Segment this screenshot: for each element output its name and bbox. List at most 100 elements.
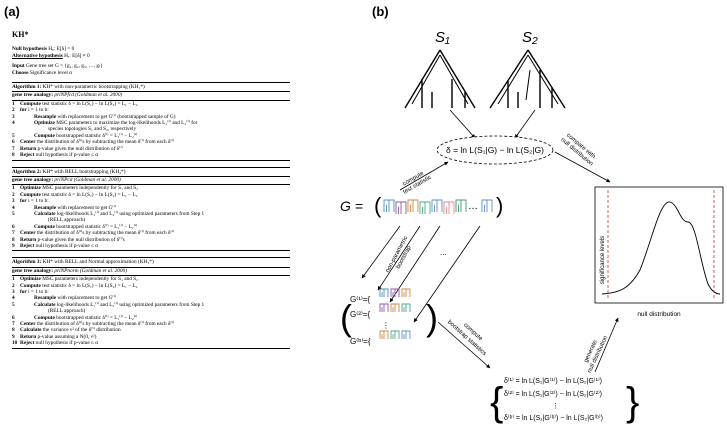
step-number: 2 (12, 191, 15, 198)
alt-hypothesis: Alternative hypothesis Hₐ: E[δ] ≠ 0 (12, 53, 290, 59)
step-text: bootstrapped statistic δ⁽ⁱ⁾ = L₁⁽ⁱ⁾ − L₂… (54, 314, 138, 321)
step-text: the distribution of δ⁽ⁱ⁾s by subtracting… (35, 139, 175, 146)
boot-delta-2: δ⁽²⁾ = ln L(S₁|G⁽²⁾) − ln L(S₂|G⁽²⁾) (504, 390, 602, 398)
boot-sets-brace-right: ) (426, 297, 438, 338)
boot-sets-vdots: ⋮ (382, 321, 390, 330)
boot-deltas-vdots: ⋮ (552, 403, 559, 410)
algorithm-step: (RELL approach) (12, 308, 290, 314)
algorithm-header-text: KH* with non-parametric bootstrapping (K… (41, 84, 145, 91)
g-left-brace: ( (374, 193, 382, 218)
step-text: with replacement to get G⁽ⁱ⁾ (bootstrapp… (56, 113, 176, 120)
algorithm-header-label: Algorithm 2: (12, 168, 42, 175)
step-keyword: Calculate (34, 301, 56, 308)
step-number: 4 (12, 295, 15, 302)
step-number: 3 (12, 113, 15, 120)
species-tree-s1-label: S₁ (435, 29, 450, 46)
step-text: (RELL approach) (48, 217, 86, 224)
step-number: 3 (12, 289, 15, 295)
boot-set-b: G⁽ᵇ⁾={ (350, 337, 371, 346)
gene-tree-set (383, 199, 493, 214)
null-hyp-text: H₀: E[δ] = 0 (48, 46, 75, 53)
gene-tree (443, 201, 455, 214)
step-keyword: Return (20, 145, 37, 152)
step-keyword: Return (20, 236, 37, 243)
boot-set-trees (379, 288, 411, 339)
algorithm-step: 3 for i = 1 to b: (12, 289, 290, 295)
step-text: i = 1 to b: (26, 289, 49, 295)
step-keyword: for (20, 289, 27, 295)
step-text: MSC parameters independently for S₁ and … (40, 185, 138, 192)
step-keyword: Reject (20, 152, 35, 159)
algorithm-header-label: Algorithm 1: (12, 84, 42, 91)
step-keyword: Compute (20, 191, 41, 198)
step-number: 2 (12, 282, 15, 289)
boot-deltas-brace-right: } (626, 380, 639, 424)
boot-deltas-brace-left: { (490, 380, 503, 424)
bootstrap-sets: ( G⁽¹⁾={ G⁽²⁾={ ⋮ G⁽ᵇ⁾={ ) (340, 288, 438, 346)
step-number: 4 (12, 204, 15, 211)
step-keyword: Optimize (34, 120, 55, 127)
step-keyword: Compute (20, 100, 41, 107)
null-distribution-box (594, 186, 724, 304)
species-tree-s1 (404, 49, 476, 109)
gene-tree-analogy: gene tree analogy: priNPnorm (Goldman et… (12, 267, 290, 277)
step-keyword: Resample (34, 204, 57, 211)
null-distribution-label: null distribution (637, 311, 681, 318)
analogy-text: priNPnorm (Goldman et al. 2000) (53, 267, 127, 274)
gene-tree-set-label: G = (340, 198, 363, 214)
step-keyword: Optimize (20, 276, 41, 283)
algorithm-header-text: KH* with RELL bootstrapping (KH₂*) (41, 168, 126, 175)
step-keyword: for (20, 198, 27, 205)
g-right-brace: ) (496, 193, 503, 218)
boot-gene-tree (390, 330, 400, 339)
step-keyword: Calculate (20, 327, 42, 334)
step-number: 10 (12, 340, 18, 347)
step-text: MSC parameters to maximize the log-likel… (54, 120, 198, 127)
step-text: bootstrapped statistic δ⁽ⁱ⁾ = L₁⁽ⁱ⁾ − L₂… (54, 132, 138, 139)
step-number: 2 (12, 107, 15, 114)
step-text: test statistic δ = ln L(S₁) − ln L(S₂) =… (40, 191, 138, 198)
boot-gene-tree (379, 330, 389, 339)
step-keyword: Center (20, 139, 36, 146)
step-keyword: Reject (20, 242, 35, 249)
gene-tree (455, 199, 467, 212)
step-keyword: Compute (34, 132, 55, 139)
step-number: 5 (12, 132, 15, 139)
null-hypothesis: Null hypothesis H₀: E[δ] = 0 (12, 46, 290, 52)
alt-hyp-text: Hₐ: E[δ] ≠ 0 (64, 52, 90, 59)
step-keyword: Optimize (20, 185, 41, 192)
algorithm-header: Algorithm 2: KH* with RELL bootstrapping… (12, 166, 290, 177)
step-keyword: Resample (34, 295, 57, 302)
boot-delta-1: δ⁽¹⁾ = ln L(S₁|G⁽¹⁾) − ln L(S₂|G⁽¹⁾) (504, 377, 602, 385)
analogy-label: gene tree analogy: (12, 267, 54, 274)
algorithm-step: 5 Compute bootstrapped statistic δ⁽ⁱ⁾ = L… (12, 133, 290, 139)
step-text: p-value given the null distribution of δ… (36, 145, 123, 152)
step-keyword: Center (20, 230, 36, 237)
step-number: 9 (12, 242, 15, 249)
choose-line: Choose Significance level α (12, 70, 290, 76)
choose-text: Significance level α (29, 69, 73, 76)
step-number: 9 (12, 333, 15, 340)
boot-set-1: G⁽¹⁾={ (350, 295, 370, 304)
step-number: 6 (12, 223, 15, 230)
step-keyword: for (20, 107, 27, 114)
step-number: 1 (12, 185, 15, 192)
boot-gene-tree (390, 303, 400, 312)
algorithm-step: species topologies S₁ and S₂, respective… (12, 126, 290, 132)
step-number: 5 (12, 210, 15, 217)
species-tree-s2-label: S₂ (522, 29, 538, 46)
step-text: species topologies S₁ and S₂, respective… (48, 126, 137, 133)
step-number: 4 (12, 120, 15, 127)
step-number: 6 (12, 314, 15, 321)
boot-gene-tree (401, 330, 411, 339)
step-number: 8 (12, 327, 15, 334)
